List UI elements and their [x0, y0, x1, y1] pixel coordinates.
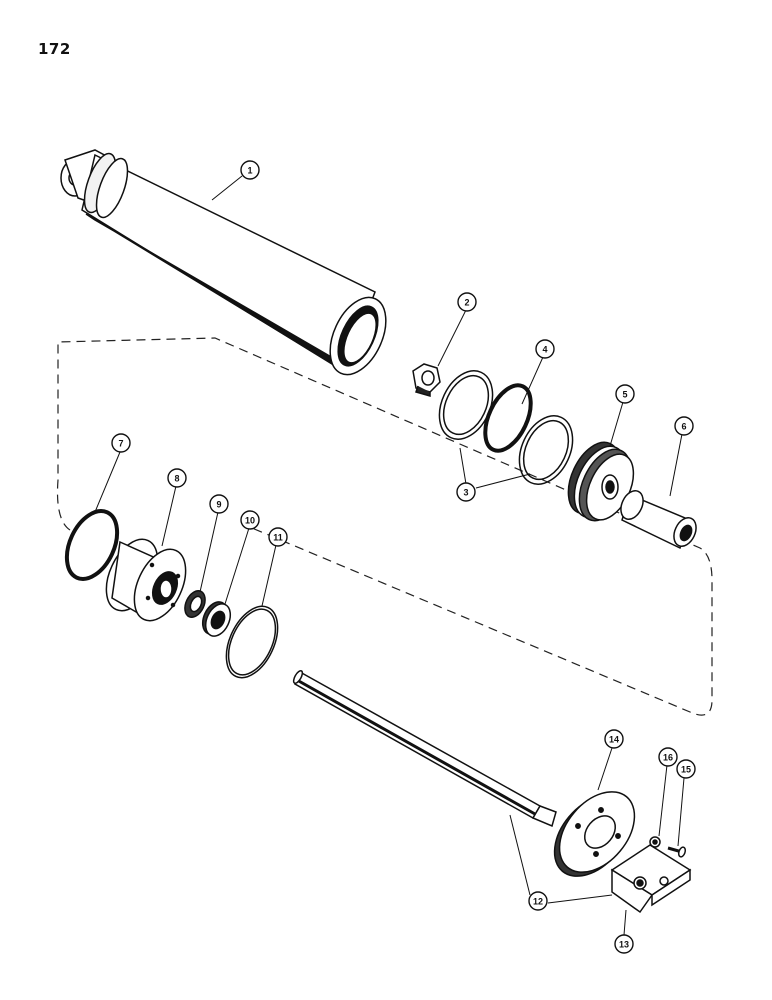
callout-16: 16 [658, 747, 678, 767]
callout-12: 12 [528, 891, 548, 911]
svg-text:4: 4 [542, 345, 547, 355]
svg-text:7: 7 [118, 439, 123, 449]
callout-6: 6 [674, 416, 694, 436]
part-spacer-tube [620, 490, 697, 550]
callout-10: 10 [240, 510, 260, 530]
part-piston-rod [292, 670, 557, 828]
svg-text:14: 14 [609, 735, 619, 745]
svg-text:6: 6 [681, 422, 686, 432]
part-cylinder-head [105, 538, 187, 622]
part-rod-seal [184, 590, 206, 618]
assembly-dashed-line [56, 337, 713, 716]
page-number: 172 [38, 40, 71, 58]
callout-1: 1 [240, 160, 260, 180]
callout-5: 5 [615, 384, 635, 404]
part-cylinder-barrel [60, 149, 387, 376]
part-piston [567, 441, 635, 522]
callout-15: 15 [676, 759, 696, 779]
part-clevis [610, 844, 692, 914]
svg-text:8: 8 [174, 474, 179, 484]
part-nut [412, 363, 441, 397]
callout-13: 13 [614, 934, 634, 954]
leader-lines [94, 175, 685, 936]
part-o-ring [483, 383, 533, 453]
svg-text:15: 15 [681, 765, 691, 775]
svg-text:3: 3 [463, 488, 468, 498]
part-mounting-plate [553, 791, 636, 877]
callout-2: 2 [457, 292, 477, 312]
svg-text:10: 10 [245, 516, 255, 526]
svg-text:5: 5 [622, 390, 627, 400]
svg-text:12: 12 [533, 897, 543, 907]
part-lock-washer [649, 836, 661, 848]
svg-text:16: 16 [663, 753, 673, 763]
part-backup-ring [225, 605, 279, 679]
part-bolt [667, 846, 687, 858]
callout-8: 8 [167, 468, 187, 488]
callout-11: 11 [268, 527, 288, 547]
svg-text:11: 11 [273, 533, 283, 543]
callout-4: 4 [535, 339, 555, 359]
svg-text:1: 1 [247, 166, 252, 176]
callout-3: 3 [456, 482, 476, 502]
callout-14: 14 [604, 729, 624, 749]
part-backup-rings [438, 370, 574, 485]
svg-text:13: 13 [619, 940, 629, 950]
part-wiper-seal [201, 601, 232, 637]
svg-text:2: 2 [464, 298, 469, 308]
callout-9: 9 [209, 494, 229, 514]
callout-7: 7 [111, 433, 131, 453]
svg-text:9: 9 [216, 500, 221, 510]
part-head-o-ring [64, 509, 120, 581]
